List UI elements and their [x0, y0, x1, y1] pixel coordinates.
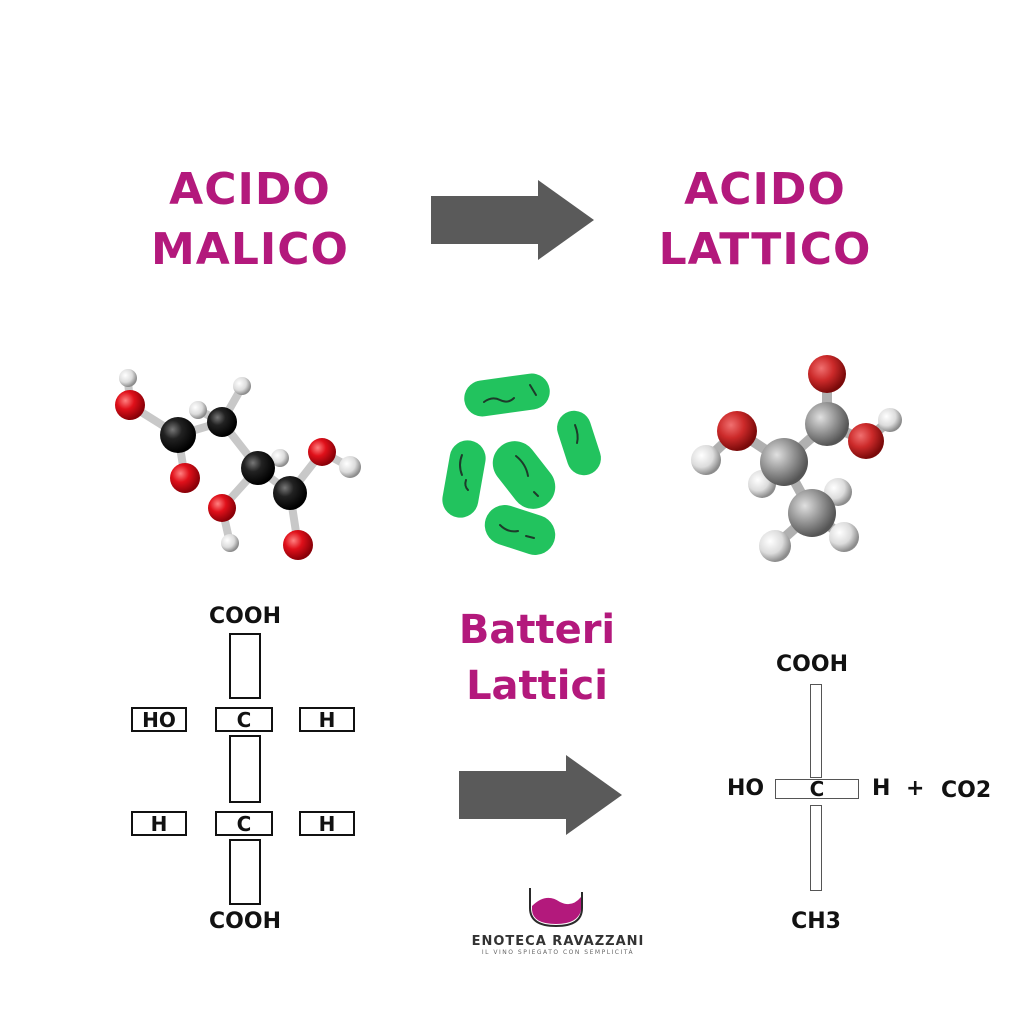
lactic-left-group: HO — [727, 776, 765, 801]
malic-row2-right: H — [299, 811, 355, 836]
bacteria-label: Batteri Lattici — [412, 602, 662, 714]
lactic-bond-bottom — [810, 805, 822, 891]
lactic-acid-molecule-icon — [691, 355, 902, 562]
malic-acid-molecule-icon — [115, 369, 361, 560]
brand-logo: ENOTECA RAVAZZANI IL VINO SPIEGATO CON S… — [470, 934, 646, 956]
bacteria-icon — [442, 373, 601, 555]
bacteria-label-line1: Batteri — [458, 607, 616, 653]
malic-bond-top — [229, 633, 261, 699]
malic-row2-left: H — [131, 811, 187, 836]
malic-bond-middle — [229, 735, 261, 803]
bacteria-label-line2: Lattici — [466, 663, 608, 709]
malic-row1-left: HO — [131, 707, 187, 732]
malic-top-group: COOH — [209, 604, 281, 629]
wine-glass-logo-icon — [529, 888, 583, 928]
right-title: ACIDO LATTICO — [640, 160, 890, 280]
right-title-line1: ACIDO — [684, 164, 846, 215]
right-title-line2: LATTICO — [658, 224, 872, 275]
left-title: ACIDO MALICO — [130, 160, 370, 280]
malic-row1-right: H — [299, 707, 355, 732]
lactic-right-group: H — [872, 776, 891, 801]
malic-bottom-group: COOH — [209, 909, 281, 934]
brand-name: ENOTECA RAVAZZANI — [471, 934, 645, 949]
lactic-bottom-group: CH3 — [791, 909, 841, 934]
lactic-center-atom: C — [775, 777, 859, 801]
malic-bond-bottom — [229, 839, 261, 905]
lactic-bond-top — [810, 684, 822, 778]
left-title-line1: ACIDO — [169, 164, 331, 215]
malic-row1-center: C — [215, 707, 273, 732]
arrow-right-icon — [431, 180, 594, 260]
lactic-plus-sign: + — [906, 776, 925, 801]
malic-row2-center: C — [215, 811, 273, 836]
brand-tagline: IL VINO SPIEGATO CON SEMPLICITÀ — [481, 949, 635, 956]
lactic-byproduct: CO2 — [941, 778, 992, 803]
left-title-line2: MALICO — [151, 224, 349, 275]
arrow-right-icon — [459, 755, 622, 835]
lactic-top-group: COOH — [776, 652, 848, 677]
